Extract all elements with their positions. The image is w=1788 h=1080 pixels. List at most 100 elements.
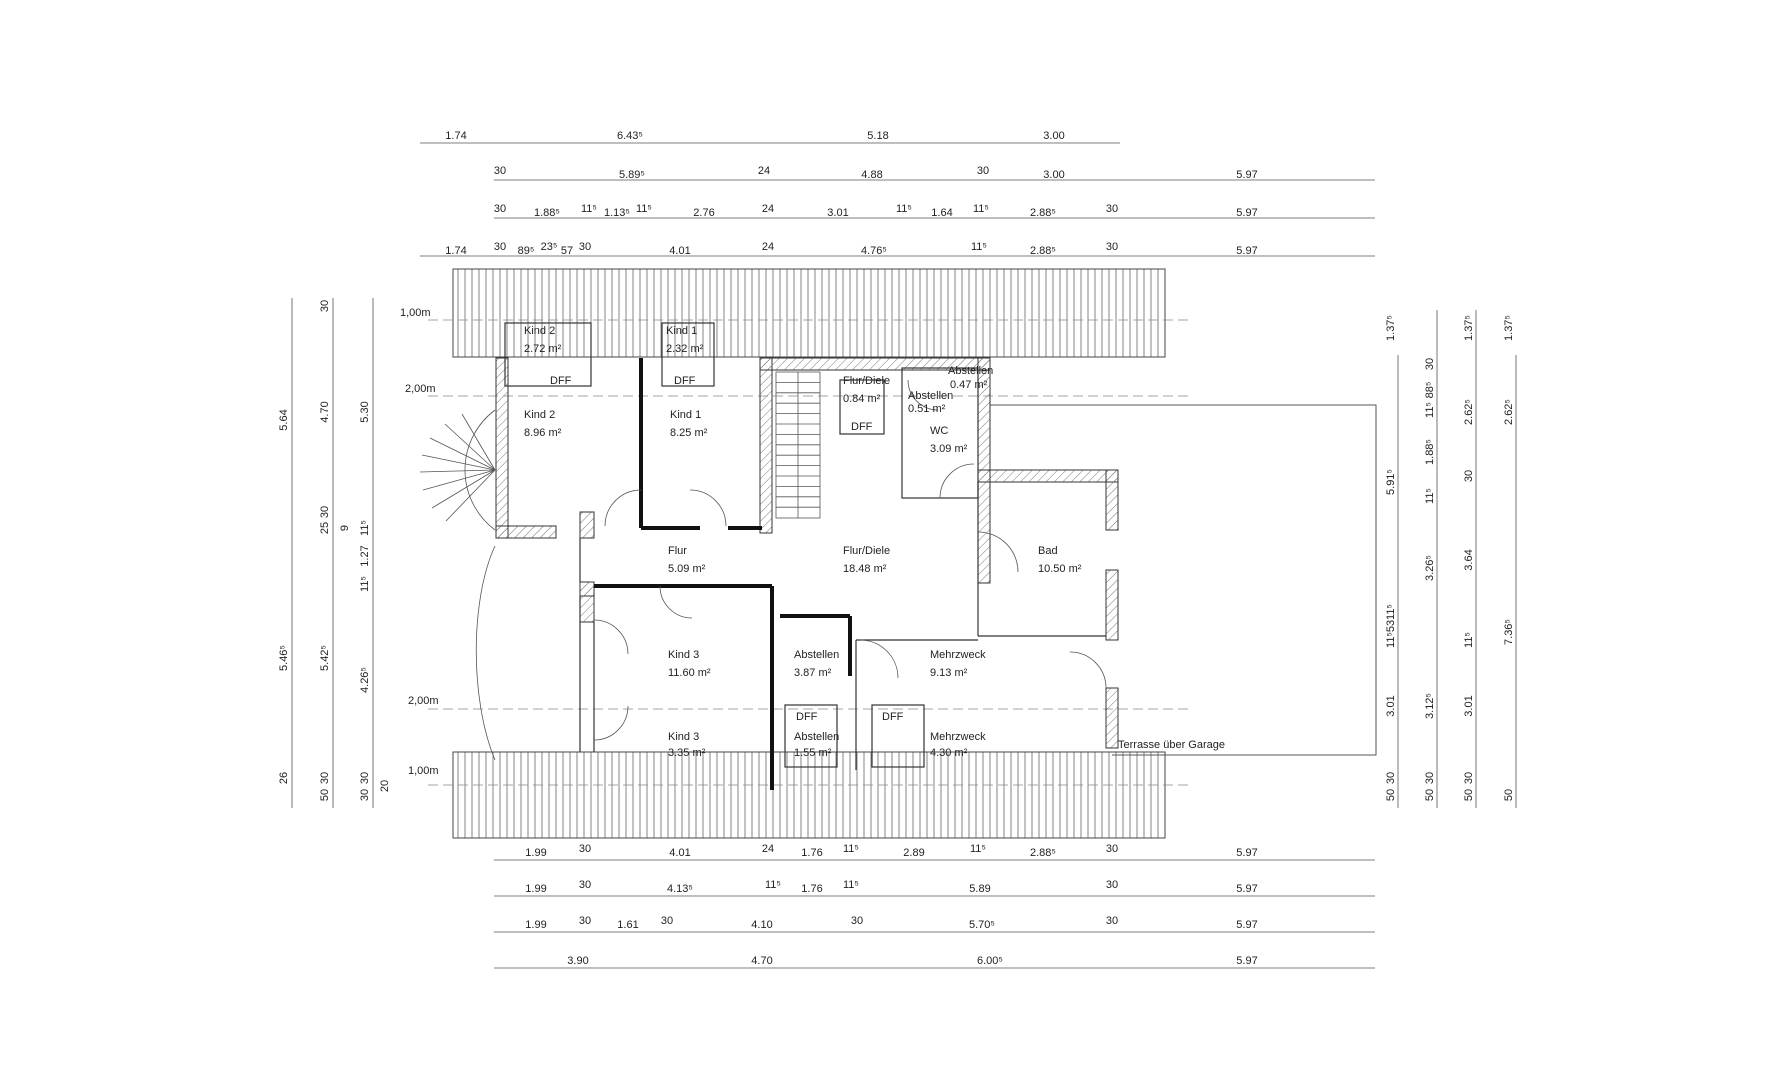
dim-right-1-1: 1.37⁵ bbox=[1385, 315, 1397, 341]
room-area: 0.47 m² bbox=[950, 379, 988, 391]
dim-top-2-1: 30 bbox=[494, 165, 506, 177]
dim-bot-4-3: 6.00⁵ bbox=[977, 955, 1003, 967]
dim-right-2-7: 3.12⁵ bbox=[1424, 693, 1436, 719]
dff-label: DFF bbox=[674, 375, 696, 387]
dim-right-2-8: 30 bbox=[1424, 772, 1436, 784]
room-name: Abstellen bbox=[908, 390, 953, 402]
dim-right-3-1: 1.37⁵ bbox=[1463, 315, 1475, 341]
dim-right-1-5: 11⁵ bbox=[1385, 604, 1397, 620]
dim-top-1-2: 6.43⁵ bbox=[617, 130, 643, 142]
room-name: Mehrzweck bbox=[930, 649, 986, 661]
dim-left-3-5: 30 bbox=[359, 772, 371, 784]
roof-bottom bbox=[452, 751, 1166, 839]
dim-right-1-6: 3.01 bbox=[1385, 695, 1397, 716]
room-labels: Kind 2 2.72 m² Kind 1 2.32 m² Kind 2 8.9… bbox=[524, 325, 1225, 759]
dim-right-3-2: 2.62⁵ bbox=[1463, 399, 1475, 425]
dimensions-right: 1.37⁵ 5.91⁵ 11⁵ 53 11⁵ 3.01 30 50 30 11⁵… bbox=[1385, 315, 1515, 801]
dim-top-1-1: 1.74 bbox=[445, 130, 466, 142]
dim-left-2-3: 25 bbox=[319, 522, 331, 534]
dim-left-1-2: 5.46⁵ bbox=[278, 645, 290, 671]
room-name: Flur/Diele bbox=[843, 375, 890, 387]
dim-top-2-6: 3.00 bbox=[1043, 169, 1064, 181]
room-area: 1.55 m² bbox=[794, 747, 832, 759]
dim-top-4-6: 30 bbox=[579, 241, 591, 253]
dim-bot-3-1: 1.99 bbox=[525, 919, 546, 931]
dim-bot-1-1: 1.99 bbox=[525, 847, 546, 859]
spiral-stair bbox=[419, 409, 496, 761]
dim-top-3-9: 11⁵ bbox=[896, 203, 912, 215]
dim-bot-3-9: 5.97 bbox=[1236, 919, 1257, 931]
dim-bot-3-8: 30 bbox=[1106, 915, 1118, 927]
dimensions-bottom: 1.99 30 4.01 24 1.76 11⁵ 2.89 11⁵ 2.88⁵ … bbox=[525, 843, 1257, 967]
dim-bot-3-5: 4.10 bbox=[751, 919, 772, 931]
dim-bot-2-4: 11⁵ bbox=[765, 879, 781, 891]
dim-bot-1-3: 4.01 bbox=[669, 847, 690, 859]
dim-right-2-1: 30 bbox=[1424, 358, 1436, 370]
dim-left-2-2: 4.70 bbox=[319, 401, 331, 422]
dim-left-3-3: 1.27 bbox=[359, 545, 371, 566]
dimension-lines bbox=[291, 142, 1517, 969]
dff-label: DFF bbox=[851, 421, 873, 433]
dim-right-2-5: 11⁵ bbox=[1424, 488, 1436, 504]
dim-right-1-7: 30 bbox=[1385, 772, 1397, 784]
dim-top-4-10: 11⁵ bbox=[971, 241, 987, 253]
room-area: 9.13 m² bbox=[930, 667, 968, 679]
dim-top-4-5: 57 bbox=[561, 245, 573, 257]
dim-top-4-13: 5.97 bbox=[1236, 245, 1257, 257]
dim-left-2-7: 50 bbox=[319, 789, 331, 801]
level-3: 2,00m bbox=[408, 695, 439, 707]
dim-top-3-3: 11⁵ bbox=[581, 203, 597, 215]
dim-bot-3-3: 1.61 bbox=[617, 919, 638, 931]
room-area: 2.72 m² bbox=[524, 343, 562, 355]
dim-right-3-7: 30 bbox=[1463, 772, 1475, 784]
dim-top-4-3: 89⁵ bbox=[518, 245, 535, 257]
dim-left-3-6: 30 bbox=[359, 789, 371, 801]
dim-top-3-5: 11⁵ bbox=[636, 203, 652, 215]
dim-top-3-12: 2.88⁵ bbox=[1030, 207, 1056, 219]
dim-bot-4-2: 4.70 bbox=[751, 955, 772, 967]
room-area: 18.48 m² bbox=[843, 563, 887, 575]
dim-right-1-2: 5.91⁵ bbox=[1385, 469, 1397, 495]
dim-bot-2-7: 5.89 bbox=[969, 883, 990, 895]
dim-bot-1-2: 30 bbox=[579, 843, 591, 855]
dim-top-3-11: 11⁵ bbox=[973, 203, 989, 215]
dim-bot-1-10: 30 bbox=[1106, 843, 1118, 855]
dim-top-3-4: 1.13⁵ bbox=[604, 207, 630, 219]
dim-right-1-8: 50 bbox=[1385, 789, 1397, 801]
dim-bot-1-4: 24 bbox=[762, 843, 774, 855]
dim-top-4-2: 30 bbox=[494, 241, 506, 253]
room-name: Abstellen bbox=[794, 649, 839, 661]
walls-hatched bbox=[495, 357, 1119, 749]
dim-top-2-2: 5.89⁵ bbox=[619, 169, 645, 181]
level-lines bbox=[428, 319, 1190, 786]
room-area: 3.35 m² bbox=[668, 747, 706, 759]
dim-bot-1-8: 11⁵ bbox=[970, 843, 986, 855]
dim-left-2-1: 30 bbox=[319, 300, 331, 312]
terrace-label: Terrasse über Garage bbox=[1118, 739, 1225, 751]
roof-top bbox=[452, 268, 1166, 358]
room-name: Kind 2 bbox=[524, 325, 555, 337]
dim-top-1-3: 5.18 bbox=[867, 130, 888, 142]
dim-top-2-4: 4.88 bbox=[861, 169, 882, 181]
room-name: WC bbox=[930, 425, 948, 437]
dim-left-2-5: 5.42⁵ bbox=[319, 645, 331, 671]
room-name: Abstellen bbox=[948, 365, 993, 377]
dim-right-1-4: 53 bbox=[1385, 620, 1397, 632]
room-name: Kind 2 bbox=[524, 409, 555, 421]
dim-top-4-4: 23⁵ bbox=[541, 241, 558, 253]
dim-right-1-3: 11⁵ bbox=[1385, 632, 1397, 648]
level-markers: 1,00m 2,00m 2,00m 1,00m bbox=[400, 307, 439, 777]
dim-bot-4-1: 3.90 bbox=[567, 955, 588, 967]
room-name: Mehrzweck bbox=[930, 731, 986, 743]
dim-right-4-4: 50 bbox=[1503, 789, 1515, 801]
room-area: 8.96 m² bbox=[524, 427, 562, 439]
dim-top-2-5: 30 bbox=[977, 165, 989, 177]
dim-left-4-1: 11⁵ bbox=[359, 520, 371, 536]
dim-top-4-9: 4.76⁵ bbox=[861, 245, 887, 257]
dim-bot-2-9: 5.97 bbox=[1236, 883, 1257, 895]
dim-bot-2-6: 11⁵ bbox=[843, 879, 859, 891]
dim-bot-2-8: 30 bbox=[1106, 879, 1118, 891]
level-4: 1,00m bbox=[408, 765, 439, 777]
dim-bot-1-5: 1.76 bbox=[801, 847, 822, 859]
dim-right-3-5: 11⁵ bbox=[1463, 632, 1475, 648]
